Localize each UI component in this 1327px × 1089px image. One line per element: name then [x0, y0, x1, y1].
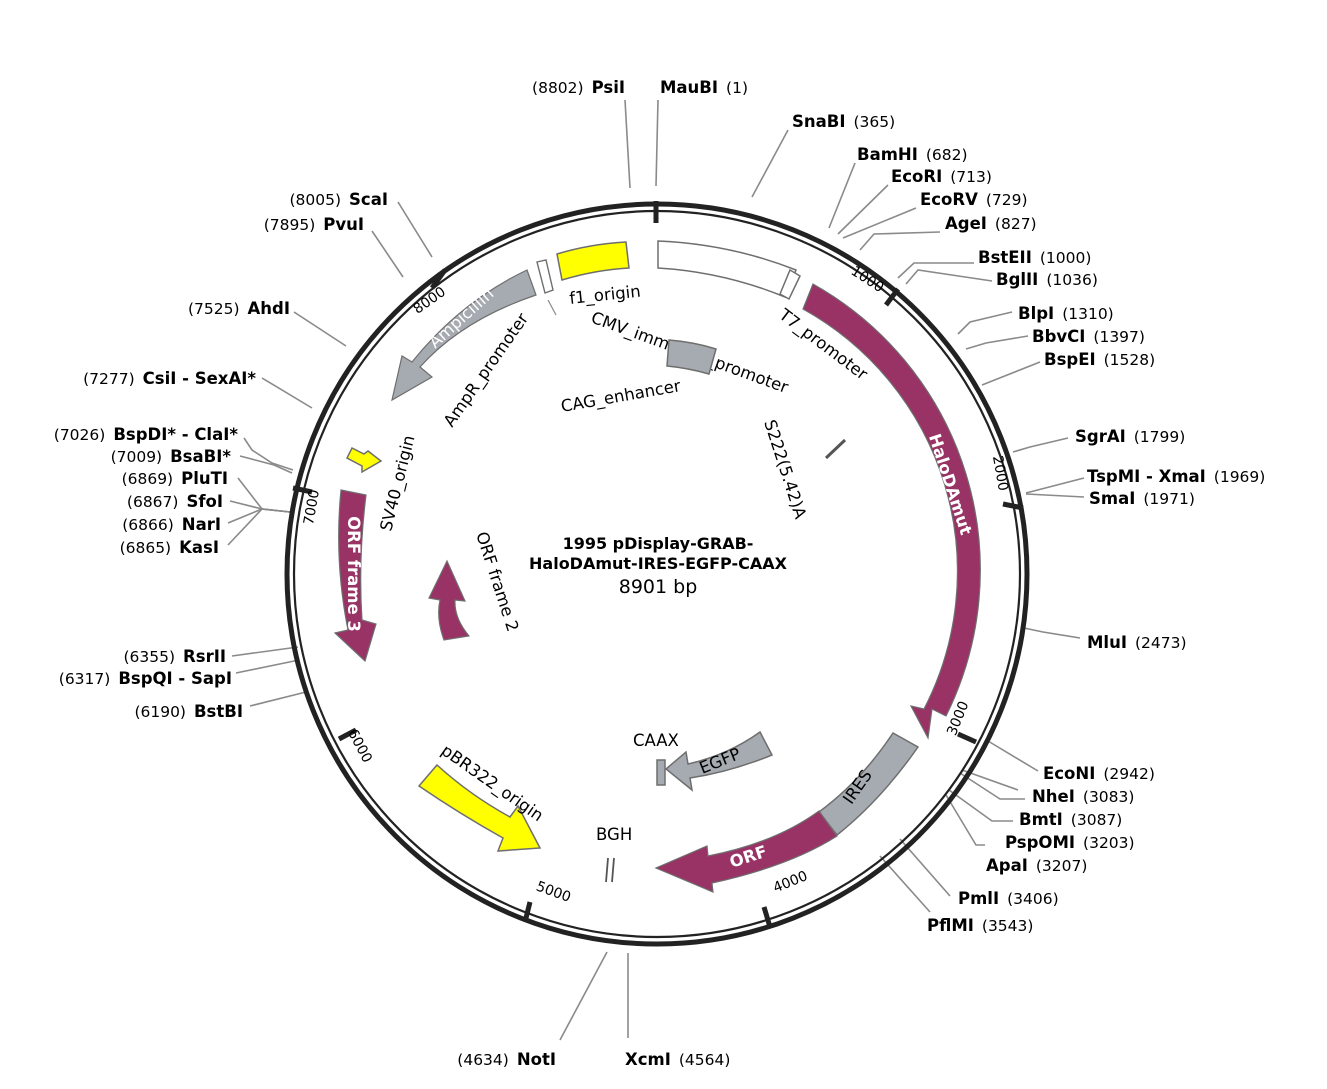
tick-label: 6000: [344, 727, 375, 766]
tick-label: 8000: [411, 284, 449, 318]
caax-label: CAAX: [633, 731, 679, 750]
site-label[interactable]: (7277)CsiI - SexAI*: [83, 369, 256, 388]
site-label[interactable]: (8005)ScaI: [290, 190, 389, 209]
orf-feature[interactable]: [654, 810, 838, 893]
tick-label: 7000: [301, 488, 323, 526]
site-label[interactable]: (6867)SfoI: [127, 492, 223, 511]
orf-frame3-label: ORF frame 3: [344, 516, 363, 632]
ampr-promoter-leader: [547, 299, 557, 316]
cmv-promoter-feature[interactable]: [657, 240, 797, 298]
bgh-label: BGH: [596, 825, 632, 844]
orf-frame2-feature[interactable]: [428, 559, 471, 641]
ampr-promoter-feature[interactable]: [536, 259, 554, 294]
ampicillin-feature[interactable]: [391, 269, 537, 402]
site-label[interactable]: AgeI(827): [945, 214, 1037, 233]
site-label[interactable]: (6869)PluTI: [122, 469, 228, 488]
sv40-origin-feature[interactable]: [346, 446, 383, 474]
site-label[interactable]: SmaI(1971): [1089, 489, 1195, 508]
site-label[interactable]: BstEII(1000): [978, 248, 1091, 267]
site-label[interactable]: (6355)RsrII: [124, 647, 227, 666]
site-label[interactable]: PmlI(3406): [958, 889, 1059, 908]
site-label[interactable]: BamHI(682): [857, 145, 968, 164]
s222-label: S222(5.42)A: [760, 417, 810, 521]
site-label[interactable]: MauBI(1): [660, 78, 748, 97]
site-label[interactable]: BbvCI(1397): [1032, 327, 1145, 346]
site-label[interactable]: PspOMI(3203): [1005, 833, 1135, 852]
site-label[interactable]: (7525)AhdI: [188, 299, 290, 318]
orf-frame2-label: ORF frame 2: [472, 529, 522, 634]
tick-marks: [292, 201, 1024, 928]
site-label[interactable]: (4634)NotI: [457, 1050, 556, 1069]
plasmid-title-line2: HaloDAmut-IRES-EGFP-CAAX: [529, 554, 788, 573]
site-label[interactable]: SnaBI(365): [792, 112, 895, 131]
halodamut-feature[interactable]: [802, 283, 981, 740]
pbr322-origin-feature[interactable]: [417, 763, 542, 852]
site-label[interactable]: (7009)BsaBI*: [111, 447, 232, 466]
site-labels: (8802)PsiI MauBI(1) SnaBI(365) BamHI(682…: [54, 78, 1266, 1069]
site-label[interactable]: (6190)BstBI: [134, 702, 243, 721]
site-label[interactable]: TspMI - XmaI(1969): [1087, 467, 1265, 486]
tick-label: 2000: [989, 454, 1011, 492]
site-label[interactable]: BlpI(1310): [1018, 304, 1114, 323]
orf-frame3-feature[interactable]: [333, 489, 377, 663]
caax-feature[interactable]: [656, 759, 666, 786]
site-label[interactable]: (7895)PvuI: [264, 215, 364, 234]
site-label[interactable]: BglII(1036): [996, 270, 1098, 289]
site-label[interactable]: NheI(3083): [1032, 787, 1134, 806]
f1-origin-label: f1_origin: [568, 282, 641, 309]
sv40-origin-label: SV40_origin: [376, 433, 419, 533]
site-label[interactable]: EcoNI(2942): [1043, 764, 1155, 783]
site-label[interactable]: BspEI(1528): [1044, 350, 1155, 369]
site-label[interactable]: PflMI(3543): [927, 916, 1033, 935]
site-connectors: [227, 99, 1085, 1041]
site-label[interactable]: BmtI(3087): [1019, 810, 1122, 829]
s222-marker: [824, 438, 847, 460]
site-label[interactable]: ApaI(3207): [986, 856, 1087, 875]
site-label[interactable]: (8802)PsiI: [532, 78, 625, 97]
plasmid-size: 8901 bp: [619, 576, 698, 598]
site-label[interactable]: (7026)BspDI* - ClaI*: [54, 425, 239, 444]
egfp-feature[interactable]: [664, 730, 774, 792]
site-label[interactable]: EcoRV(729): [920, 190, 1028, 209]
tick-label: 4000: [771, 868, 810, 896]
site-label[interactable]: MluI(2473): [1087, 633, 1187, 652]
site-label[interactable]: (6866)NarI: [122, 515, 221, 534]
backbone-outer-ring: [284, 201, 1030, 947]
t7-promoter-marker: [779, 268, 801, 301]
site-label[interactable]: SgrAI(1799): [1075, 427, 1185, 446]
f1-origin-feature[interactable]: [556, 241, 630, 281]
site-label[interactable]: EcoRI(713): [891, 167, 992, 186]
bgh-marker: [605, 857, 615, 883]
cag-enhancer-feature[interactable]: [666, 339, 717, 375]
site-label[interactable]: (6317)BspQI - SapI: [59, 669, 232, 688]
site-label[interactable]: (6865)KasI: [120, 538, 219, 557]
backbone-inner-ring: [292, 209, 1022, 939]
site-label[interactable]: XcmI(4564): [625, 1050, 730, 1069]
tick-label: 5000: [534, 879, 573, 906]
plasmid-title-line1: 1995 pDisplay-GRAB-: [563, 534, 754, 553]
cag-enhancer-label: CAG_enhancer: [559, 376, 682, 417]
